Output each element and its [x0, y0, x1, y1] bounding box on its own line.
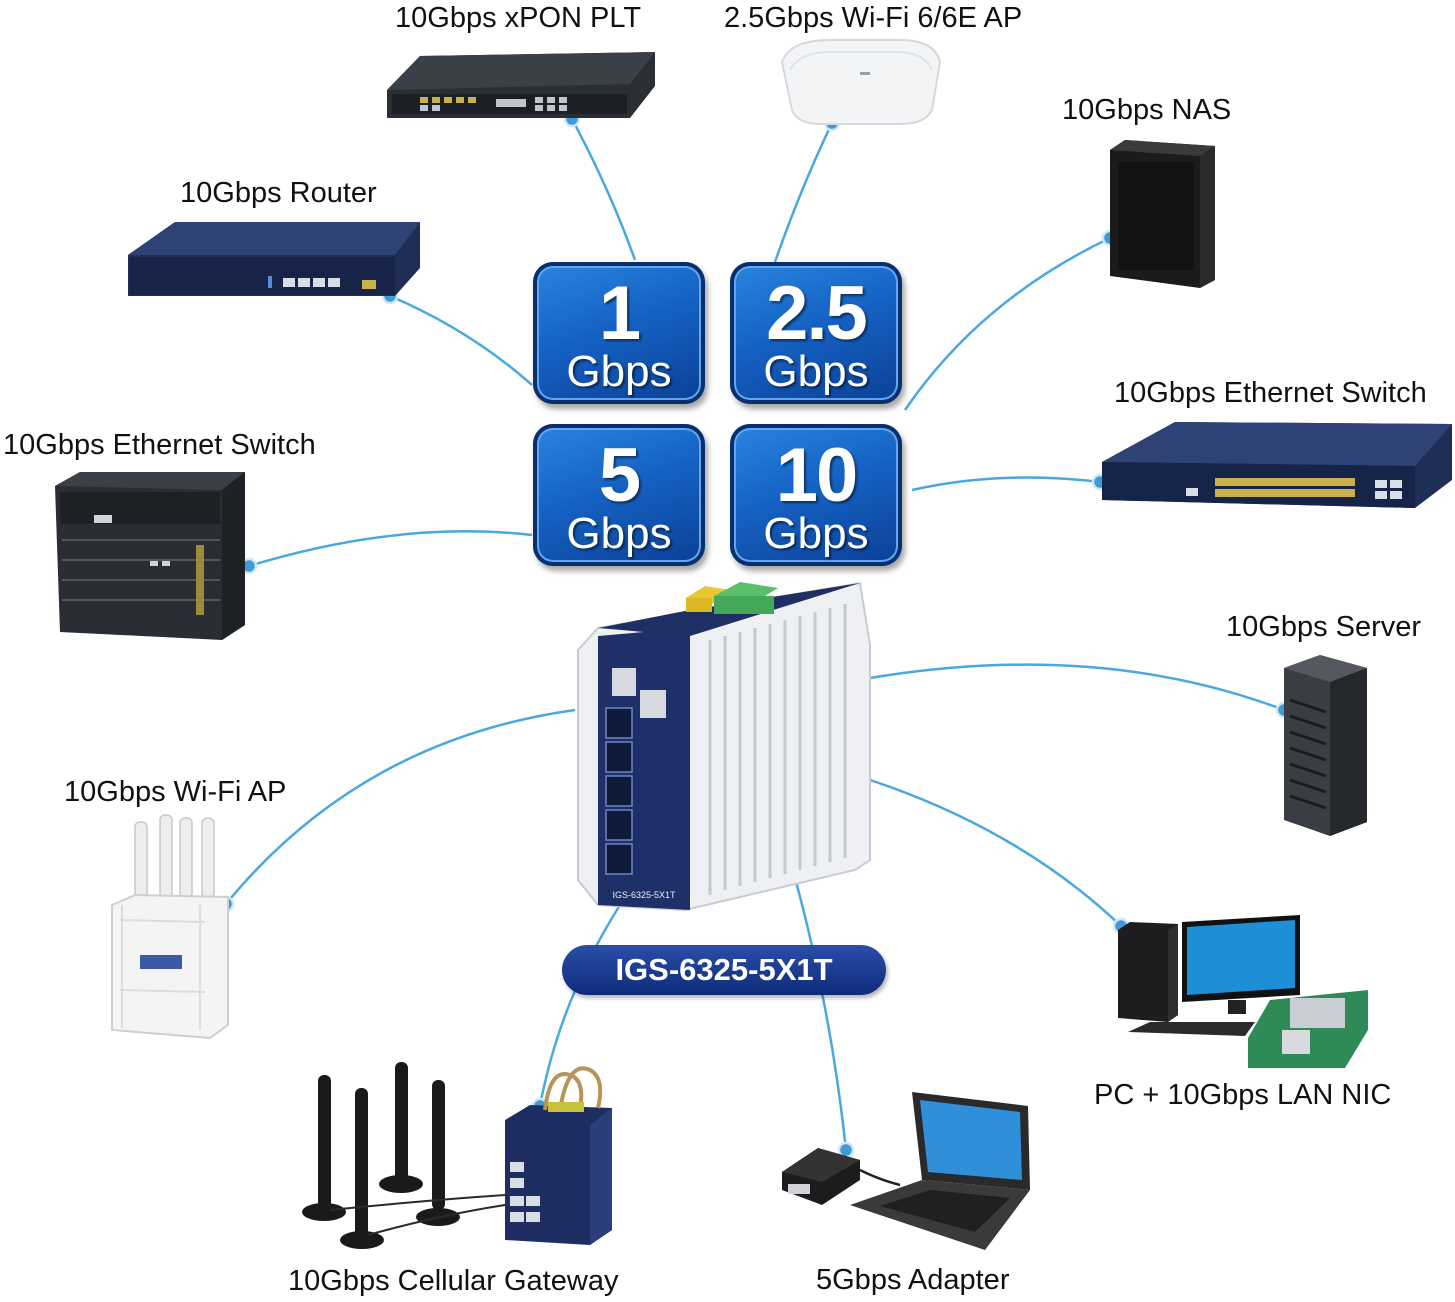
switch-left-icon	[55, 472, 245, 640]
speed-value: 10	[775, 433, 859, 518]
speed-value: 2.5	[766, 271, 868, 356]
label-server: 10Gbps Server	[1226, 611, 1422, 643]
wifi-ap-icon	[111, 814, 229, 1040]
speed-tile-5: 5 Gbps	[533, 424, 705, 566]
xpon-plt-icon	[387, 52, 655, 118]
model-name-badge: IGS-6325-5X1T	[562, 945, 886, 995]
link-server	[869, 663, 1285, 712]
label-wifi6-ap: 2.5Gbps Wi-Fi 6/6E AP	[724, 2, 1023, 34]
label-pc-nic: PC + 10Gbps LAN NIC	[1094, 1079, 1392, 1111]
router-icon	[128, 222, 420, 296]
speed-unit: Gbps	[763, 509, 869, 558]
adapter-laptop-icon	[782, 1092, 1030, 1250]
link-switch-right	[911, 476, 1101, 492]
label-adapter: 5Gbps Adapter	[816, 1264, 1010, 1296]
pc-nic-icon	[1118, 915, 1368, 1068]
link-wifi-ap	[225, 708, 576, 905]
center-switch-device: IGS-6325-5X1T	[577, 581, 871, 912]
speed-value: 5	[598, 433, 641, 518]
label-nas: 10Gbps NAS	[1062, 94, 1232, 126]
speed-tile-2-5: 2.5 Gbps	[730, 262, 902, 404]
link-wifi6-ap	[773, 122, 834, 263]
link-router	[389, 294, 533, 386]
speed-value: 1	[598, 271, 641, 356]
switch-right-icon	[1102, 422, 1452, 508]
label-xpon-plt: 10Gbps xPON PLT	[395, 2, 642, 34]
label-switch-left: 10Gbps Ethernet Switch	[3, 429, 316, 461]
speed-unit: Gbps	[566, 509, 672, 558]
label-wifi-ap: 10Gbps Wi-Fi AP	[64, 776, 287, 808]
speed-tile-10: 10 Gbps	[730, 424, 902, 566]
link-gateway	[538, 904, 622, 1107]
label-cellular-gateway: 10Gbps Cellular Gateway	[288, 1265, 619, 1297]
label-switch-right: 10Gbps Ethernet Switch	[1114, 377, 1427, 409]
nas-icon	[1110, 140, 1215, 288]
cellular-gateway-icon	[302, 1062, 612, 1249]
link-switch-left	[248, 530, 533, 568]
server-icon	[1284, 655, 1367, 836]
link-nas	[903, 236, 1111, 411]
link-adapter	[788, 859, 848, 1151]
link-pc	[869, 778, 1122, 927]
speed-unit: Gbps	[566, 347, 672, 396]
speed-unit: Gbps	[763, 347, 869, 396]
link-xpon-plt	[570, 118, 637, 261]
connection-lines	[225, 118, 1285, 1151]
speed-tile-1: 1 Gbps	[533, 262, 705, 404]
label-router: 10Gbps Router	[180, 177, 377, 209]
front-model-label: IGS-6325-5X1T	[612, 890, 676, 900]
wifi6-ap-icon	[780, 39, 942, 125]
